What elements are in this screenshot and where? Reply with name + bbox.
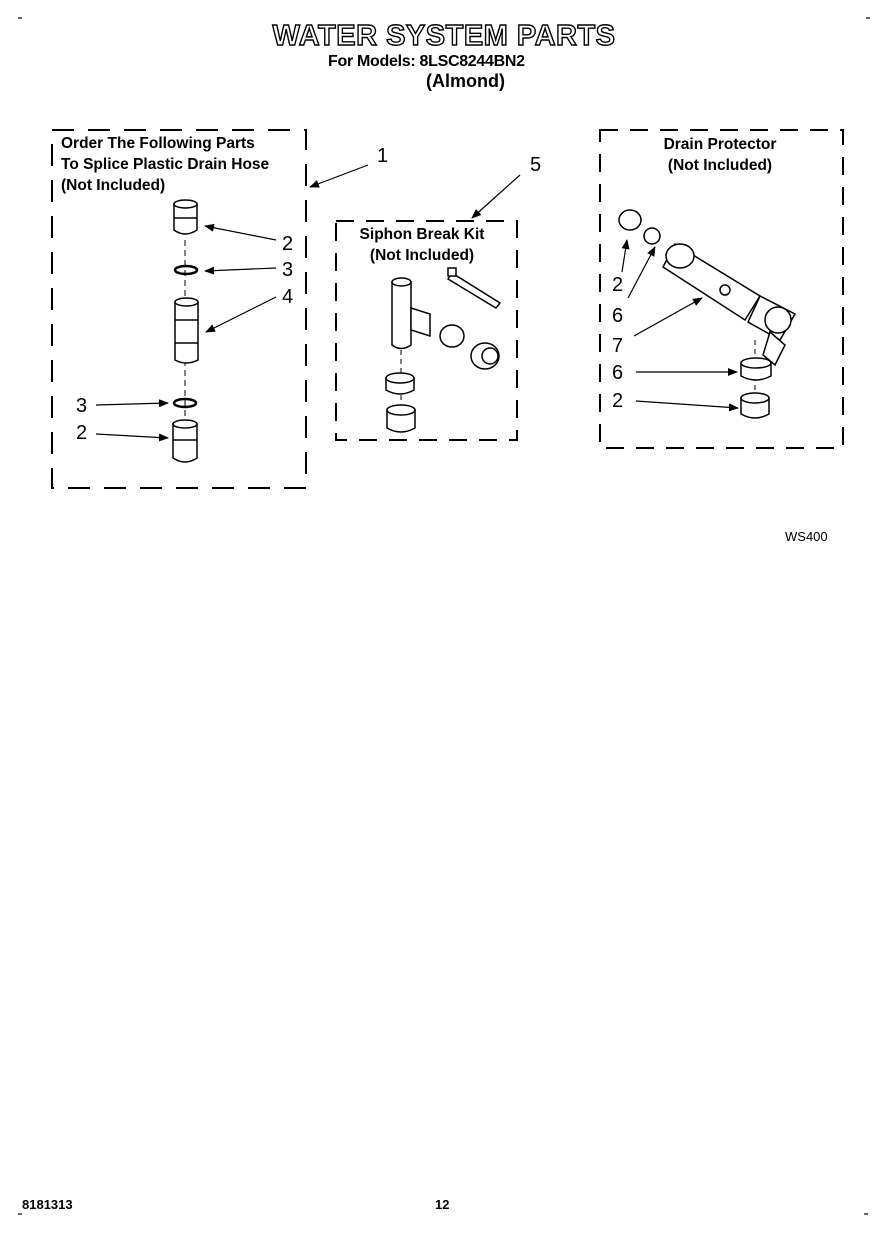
siphon-box-frame — [335, 220, 518, 441]
color-line: (Almond) — [426, 71, 505, 91]
callout-2: 2 — [612, 274, 624, 296]
drain-leaders — [621, 239, 739, 412]
siphon-leader — [471, 174, 521, 219]
callout-4: 4 — [282, 286, 294, 308]
siphon-label-line: (Not Included) — [369, 247, 475, 264]
splice-label-line: Order The Following Parts — [61, 135, 255, 152]
splice-box-frame — [51, 129, 307, 489]
splice-leaders — [95, 164, 369, 442]
splice-label-line: (Not Included) — [61, 177, 166, 194]
corner-marks — [18, 17, 870, 1215]
drain-label-line: Drain Protector — [663, 136, 777, 153]
splice-parts — [172, 199, 199, 463]
callout-2: 2 — [282, 233, 294, 255]
callout-7: 7 — [612, 335, 624, 357]
page-title: WATER SYSTEM PARTS — [272, 19, 616, 52]
siphon-label-line: Siphon Break Kit — [359, 226, 485, 243]
callout-6: 6 — [612, 305, 624, 327]
callout-2: 2 — [612, 390, 624, 412]
models-line: For Models: 8LSC8244BN2 — [328, 53, 525, 70]
drain-box-frame — [599, 129, 844, 449]
page-number: 12 — [435, 1197, 450, 1212]
drain-parts — [618, 209, 797, 419]
callout-2: 2 — [76, 422, 88, 444]
siphon-box-label: Siphon Break Kit (Not Included) — [336, 224, 508, 266]
figure-code: WS400 — [785, 529, 828, 544]
drain-box-label: Drain Protector (Not Included) — [610, 134, 830, 176]
callout-6: 6 — [612, 362, 624, 384]
callout-3: 3 — [76, 395, 88, 417]
drain-label-line: (Not Included) — [667, 157, 773, 174]
splice-box-label: Order The Following Parts To Splice Plas… — [61, 133, 269, 196]
splice-label-line: To Splice Plastic Drain Hose — [61, 156, 270, 173]
part-number: 8181313 — [22, 1197, 73, 1212]
callout-1: 1 — [377, 145, 389, 167]
siphon-parts — [385, 267, 502, 433]
callout-3: 3 — [282, 259, 294, 281]
callout-5: 5 — [530, 154, 542, 176]
